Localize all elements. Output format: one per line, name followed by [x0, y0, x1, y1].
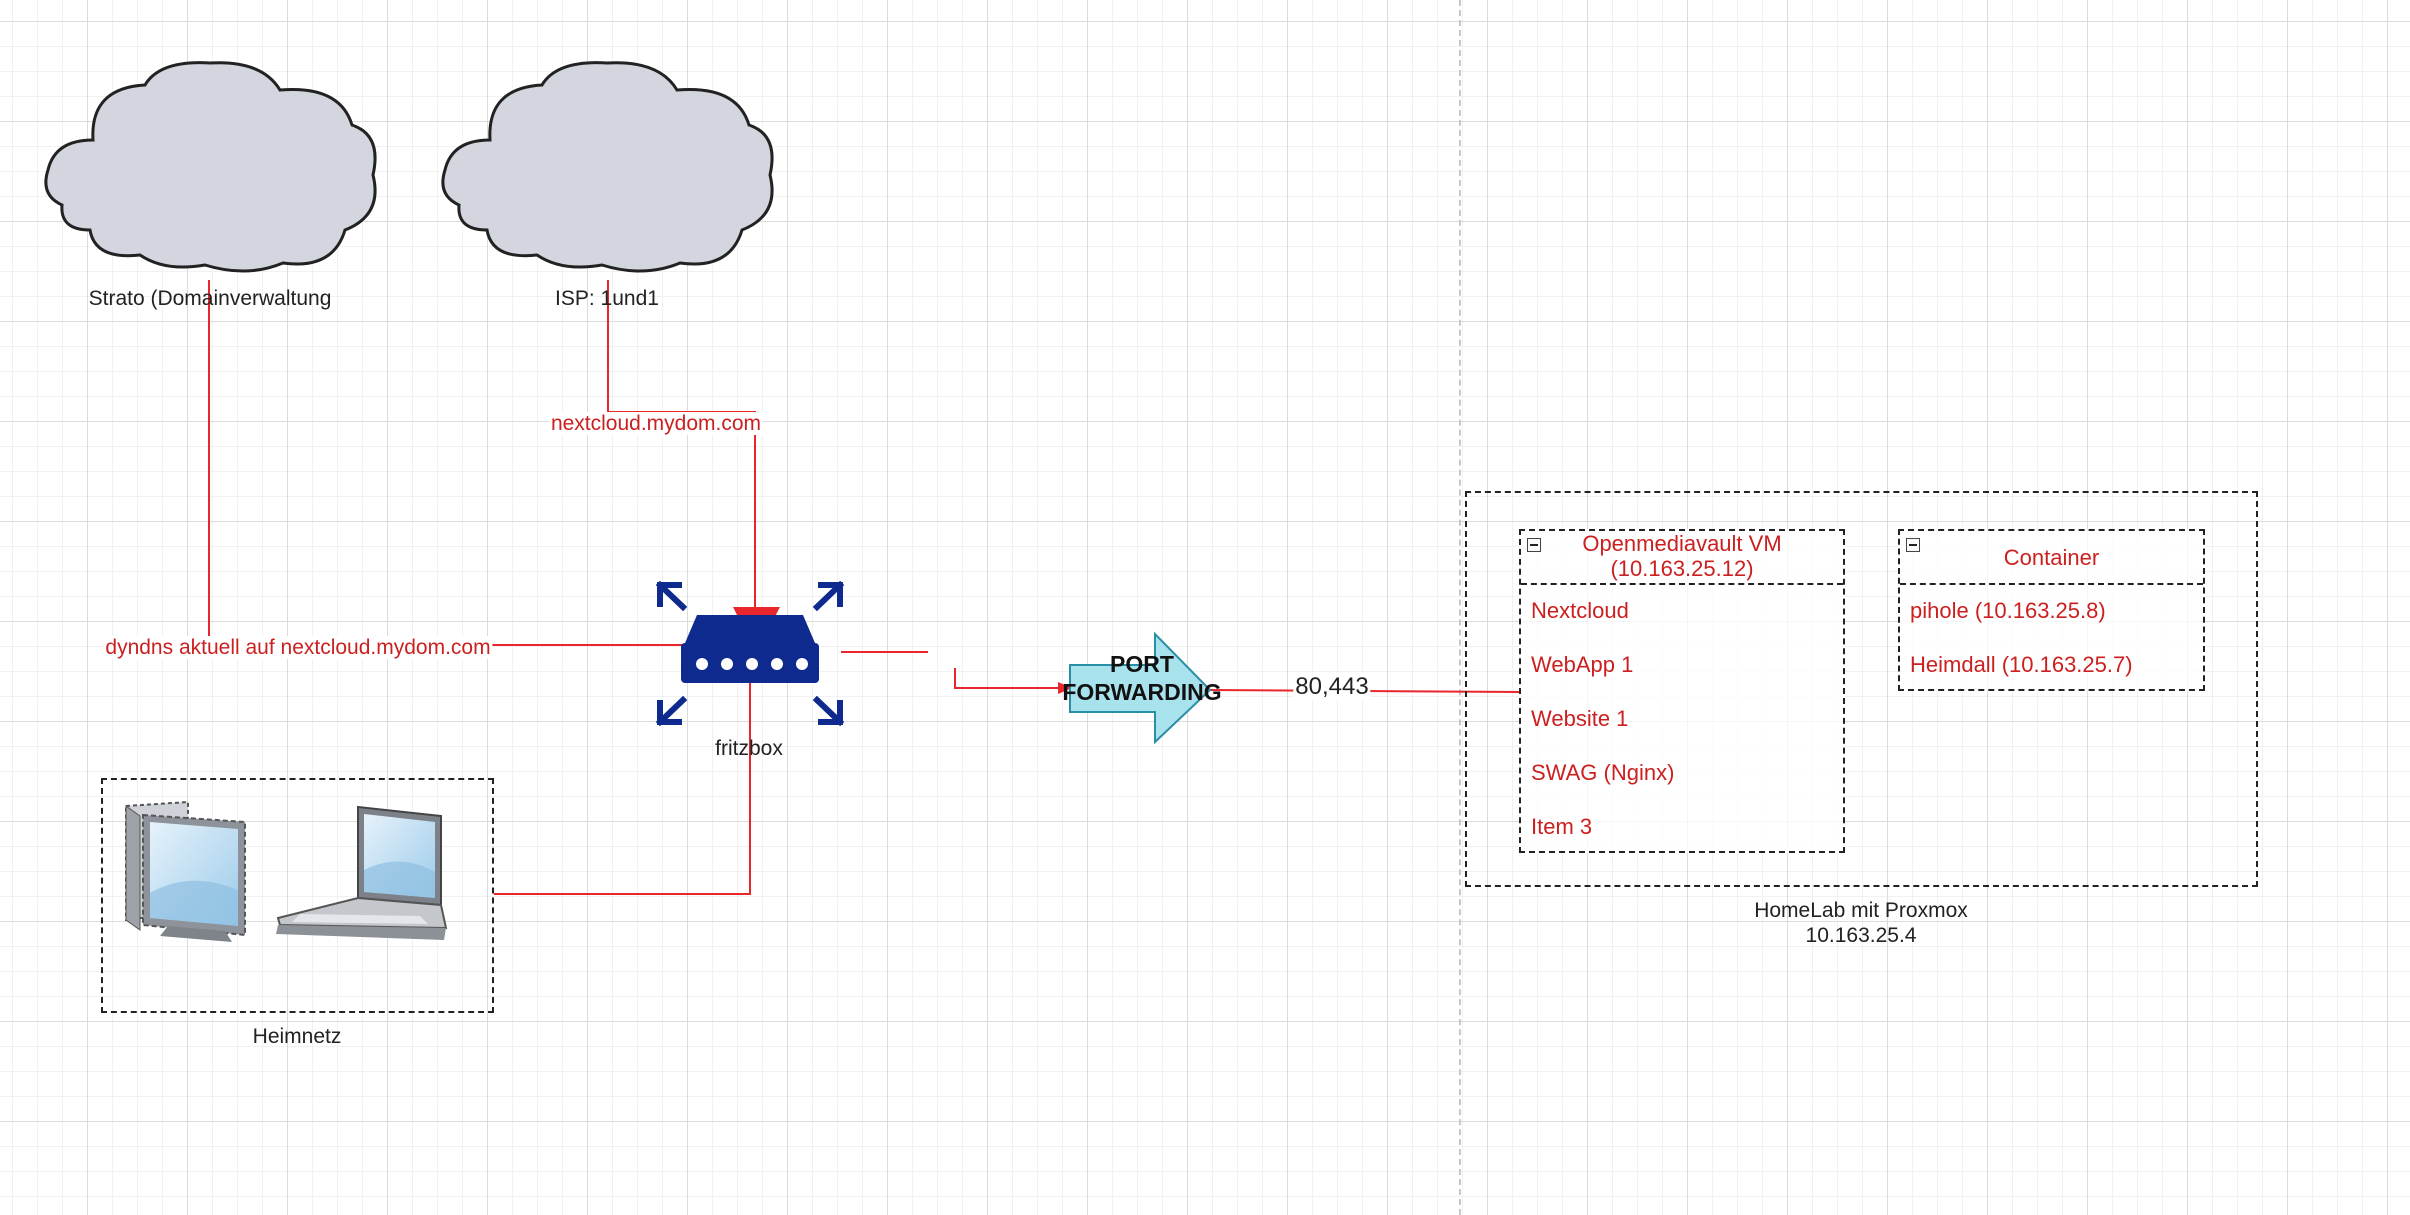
connector-to-port-forwarding[interactable] — [954, 668, 1065, 689]
list-item[interactable]: WebApp 1 — [1531, 652, 1634, 677]
list-item[interactable]: Website 1 — [1531, 706, 1629, 731]
connector-arrowhead-port-forwarding — [1058, 682, 1072, 694]
container-title: Container — [2003, 545, 2100, 570]
homelab-group[interactable] — [1465, 491, 2258, 887]
port-forwarding-label-line2: FORWARDING — [1062, 679, 1222, 705]
connector-heimnetz-to-fritzbox[interactable] — [494, 655, 751, 895]
homelab-label: HomeLab mit Proxmox 10.163.25.4 — [1754, 898, 1968, 948]
list-item[interactable]: Item 3 — [1531, 814, 1593, 839]
port-forwarding-arrow-icon[interactable] — [1069, 631, 1212, 745]
port-forwarding-label: PORT FORWARDING — [1062, 650, 1221, 706]
heimnetz-group[interactable] — [101, 778, 494, 1013]
vm-title-line2: (10.163.25.12) — [1610, 556, 1754, 581]
collapse-icon[interactable] — [1527, 538, 1541, 552]
homelab-label-line1: HomeLab mit Proxmox — [1754, 899, 1968, 922]
port-forwarding-label-line1: PORT — [1110, 651, 1174, 677]
cloud-strato-icon[interactable] — [44, 61, 377, 273]
connector-isp-to-fritzbox[interactable] — [607, 280, 756, 620]
homelab-label-line2: 10.163.25.4 — [1805, 924, 1917, 947]
edge-label-dyndns: dyndns aktuell auf nextcloud.mydom.com — [103, 636, 493, 659]
list-item[interactable]: Nextcloud — [1531, 598, 1629, 623]
edge-label-ports: 80,443 — [1293, 673, 1371, 700]
cloud-strato-label: Strato (Domainverwaltung — [88, 287, 332, 310]
list-item[interactable]: SWAG (Nginx) — [1531, 760, 1675, 785]
cloud-isp-label: ISP: 1und1 — [555, 287, 659, 310]
heimnetz-label: Heimnetz — [252, 1025, 342, 1048]
desktop-computer-icon — [125, 800, 246, 942]
list-item[interactable]: pihole (10.163.25.8) — [1910, 598, 2106, 623]
vm-list[interactable]: Openmediavault VM (10.163.25.12) Nextclo… — [1519, 529, 1845, 853]
container-list[interactable]: Container pihole (10.163.25.8) Heimdall … — [1898, 529, 2205, 691]
vm-list-header: Openmediavault VM (10.163.25.12) — [1521, 531, 1843, 585]
list-item[interactable]: Heimdall (10.163.25.7) — [1910, 652, 2133, 677]
laptop-icon — [276, 805, 448, 940]
vm-title-line1: Openmediavault VM — [1582, 531, 1782, 556]
router-icon[interactable] — [655, 580, 845, 727]
cloud-isp-icon[interactable] — [441, 61, 774, 273]
collapse-icon[interactable] — [1906, 538, 1920, 552]
page-break-line — [1459, 0, 1461, 1215]
router-label: fritzbox — [715, 737, 783, 760]
edge-label-nextcloud-domain: nextcloud.mydom.com — [548, 412, 764, 435]
container-list-header: Container — [1900, 531, 2203, 585]
